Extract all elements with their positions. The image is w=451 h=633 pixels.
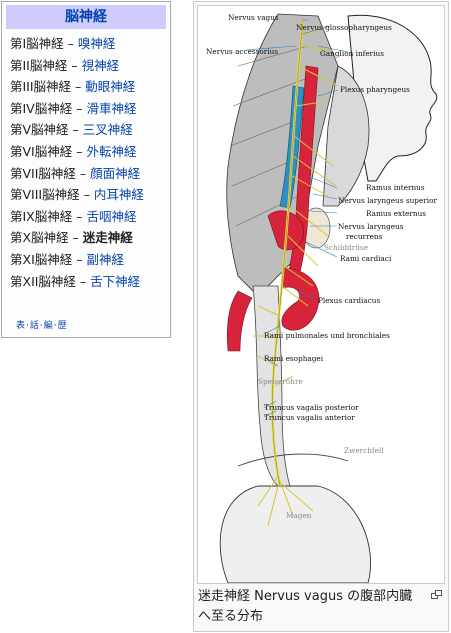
vde-separator: · bbox=[26, 321, 29, 331]
label-laryngeus-recurrens-1: Nervus laryngeus bbox=[338, 222, 404, 231]
navbox-item: 第VII脳神経 – 顔面神経 bbox=[10, 163, 164, 185]
navbox-item: 第XII脳神経 – 舌下神経 bbox=[10, 271, 164, 293]
label-magen: Magen bbox=[286, 511, 312, 520]
navbox-item-prefix: 第VIII脳神経 bbox=[10, 187, 80, 203]
label-ramus-externus: Ramus externus bbox=[366, 209, 426, 218]
label-plexus-cardiacus: Plexus cardiacus bbox=[318, 296, 381, 305]
vagus-nerve-illustration[interactable]: Nervus vagus Nervus glossopharyngeus Ner… bbox=[197, 5, 445, 584]
navbox-item-separator: – bbox=[75, 273, 91, 289]
label-leaders bbox=[245, 19, 349, 418]
navbox-item-prefix: 第VI脳神経 bbox=[10, 143, 73, 159]
navbox-item-separator: – bbox=[79, 187, 94, 203]
navbox-item: 第VI脳神経 – 外転神経 bbox=[10, 141, 164, 163]
stomach bbox=[219, 485, 371, 583]
label-rami-cardiaci: Rami cardiaci bbox=[340, 254, 392, 263]
navbox-item: 第X脳神経 – 迷走神経 bbox=[10, 227, 164, 249]
navbox-item-separator: – bbox=[68, 230, 83, 246]
vde-history-link[interactable]: 歴 bbox=[57, 321, 67, 331]
label-accessorius: Nervus accessorius bbox=[206, 47, 278, 56]
navbox-item-separator: – bbox=[72, 143, 87, 159]
label-nervus-vagus: Nervus vagus bbox=[228, 13, 279, 22]
navbox-item-separator: – bbox=[68, 122, 83, 138]
vde-talk-link[interactable]: 話 bbox=[29, 321, 39, 331]
vde-edit-link[interactable]: 編 bbox=[43, 321, 53, 331]
navbox-item-link[interactable]: 視神経 bbox=[81, 57, 120, 73]
navbox-item-prefix: 第IX脳神経 bbox=[10, 208, 73, 224]
navbox-item: 第I脳神経 – 嗅神経 bbox=[10, 33, 164, 55]
pharynx bbox=[322, 65, 370, 207]
navbox-item-prefix: 第I脳神経 bbox=[10, 36, 64, 51]
navbox-item-prefix: 第IV脳神経 bbox=[10, 100, 73, 116]
navbox-item: 第VIII脳神経 – 内耳神経 bbox=[10, 184, 164, 206]
figure-caption: 迷走神経 Nervus vagus の腹部内臓へ至る分布 bbox=[198, 589, 413, 624]
label-rami-pulmonales: Rami pulmonales und bronchiales bbox=[264, 331, 390, 340]
magnify-clip-icon[interactable] bbox=[431, 590, 442, 599]
navbox-item-link[interactable]: 滑車神経 bbox=[86, 100, 137, 116]
anatomy-drawing: Nervus vagus Nervus glossopharyngeus Ner… bbox=[206, 13, 438, 583]
label-ganglion-inferius: Ganglion inferius bbox=[320, 49, 384, 58]
navbox-item-separator: – bbox=[67, 57, 82, 73]
label-speiserohre: Speiseröhre bbox=[258, 377, 303, 386]
navbox-item-link[interactable]: 嗅神経 bbox=[77, 36, 116, 51]
label-truncus-posterior: Truncus vagalis posterior bbox=[264, 403, 359, 412]
label-glossopharyngeus: Nervus glossopharyngeus bbox=[296, 23, 392, 32]
navbox-item-link[interactable]: 外転神経 bbox=[86, 143, 137, 159]
navbox-item-separator: – bbox=[72, 251, 87, 267]
vde-view-link[interactable]: 表 bbox=[16, 321, 26, 331]
label-plexus-pharyngeus: Plexus pharyngeus bbox=[340, 85, 410, 94]
navbox-item-separator: – bbox=[63, 36, 78, 51]
navbox-item-link[interactable]: 動眼神経 bbox=[85, 79, 136, 95]
label-rami-esophagei: Rami esophagei bbox=[264, 354, 324, 363]
cranial-nerves-navbox: 脳神経 第I脳神経 – 嗅神経第II脳神経 – 視神経第III脳神経 – 動眼神… bbox=[1, 1, 171, 338]
navbox-item: 第IV脳神経 – 滑車神経 bbox=[10, 98, 164, 120]
navbox-item: 第V脳神経 – 三叉神経 bbox=[10, 119, 164, 141]
navbox-item-link[interactable]: 副神経 bbox=[86, 251, 124, 267]
label-truncus-anterior: Truncus vagalis anterior bbox=[264, 413, 355, 422]
head-outline bbox=[347, 14, 438, 182]
navbox-item-prefix: 第X脳神経 bbox=[10, 230, 69, 246]
vde-separator: · bbox=[39, 321, 43, 331]
navbox-item-link[interactable]: 舌咽神経 bbox=[86, 208, 137, 224]
navbox-item-separator: – bbox=[72, 208, 87, 224]
navbox-item-prefix: 第VII脳神経 bbox=[10, 165, 76, 181]
vde-separator: · bbox=[53, 321, 57, 331]
label-laryngeus-recurrens-2: recurrens bbox=[346, 232, 383, 241]
navbox-title-link[interactable]: 脳神経 bbox=[65, 9, 107, 25]
navbox-item: 第II脳神経 – 視神経 bbox=[10, 55, 164, 77]
navbox-item: 第XI脳神経 – 副神経 bbox=[10, 249, 164, 271]
navbox-item-prefix: 第III脳神経 bbox=[10, 79, 72, 95]
navbox-item-prefix: 第II脳神経 bbox=[10, 57, 68, 73]
label-ramus-internus: Ramus internus bbox=[366, 183, 425, 192]
navbox-item: 第IX脳神経 – 舌咽神経 bbox=[10, 206, 164, 228]
aorta-descending bbox=[227, 290, 253, 352]
navbox-list: 第I脳神経 – 嗅神経第II脳神経 – 視神経第III脳神経 – 動眼神経第IV… bbox=[2, 33, 170, 292]
navbox-item-link[interactable]: 三叉神経 bbox=[82, 122, 133, 138]
navbox-item-link[interactable]: 顔面神経 bbox=[90, 165, 141, 181]
diaphragm bbox=[237, 453, 349, 467]
navbox-item-current: 迷走神経 bbox=[82, 230, 133, 246]
navbox-item-separator: – bbox=[75, 165, 91, 181]
navbox-item-prefix: 第XI脳神経 bbox=[10, 251, 73, 267]
navbox-vde-links: 表·話·編·歴 bbox=[15, 318, 68, 331]
navbox-item: 第III脳神経 – 動眼神経 bbox=[10, 76, 164, 98]
label-laryngeus-superior: Nervus laryngeus superior bbox=[338, 196, 437, 205]
navbox-item-link[interactable]: 内耳神経 bbox=[93, 187, 144, 203]
navbox-item-prefix: 第V脳神経 bbox=[10, 122, 69, 138]
navbox-title: 脳神経 bbox=[6, 5, 166, 29]
navbox-item-separator: – bbox=[72, 100, 87, 116]
label-schilddruse: Schilddrüse bbox=[324, 243, 368, 252]
nerve-branches bbox=[253, 25, 339, 527]
navbox-item-prefix: 第XII脳神経 bbox=[10, 273, 76, 289]
navbox-item-separator: – bbox=[71, 79, 86, 95]
navbox-item-link[interactable]: 舌下神経 bbox=[90, 273, 141, 289]
figure-thumbnail: Nervus vagus Nervus glossopharyngeus Ner… bbox=[193, 1, 449, 632]
label-zwerchfell: Zwerchfell bbox=[344, 446, 384, 455]
